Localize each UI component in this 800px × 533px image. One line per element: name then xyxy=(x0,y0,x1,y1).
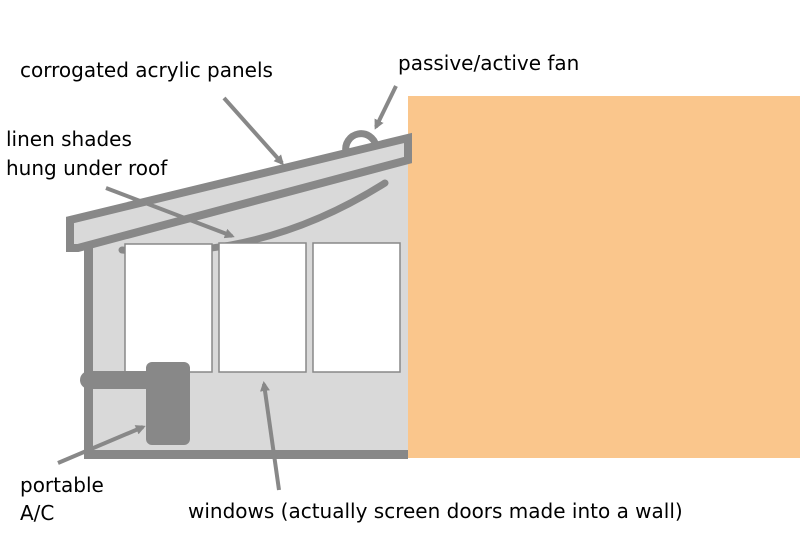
label-ac-line2: A/C xyxy=(20,501,54,525)
arrow-shades xyxy=(105,186,235,239)
arrow-fan xyxy=(374,85,398,130)
label-roof-panels: corrogated acrylic panels xyxy=(20,58,273,82)
window-2 xyxy=(218,242,307,373)
floor-beam xyxy=(84,450,408,459)
label-ac-line1: portable xyxy=(20,473,104,497)
label-fan: passive/active fan xyxy=(398,51,579,75)
label-windows: windows (actually screen doors made into… xyxy=(188,499,683,523)
fan-icon xyxy=(342,130,380,153)
label-shades-line2: hung under roof xyxy=(6,156,168,180)
roof-panel xyxy=(66,132,412,252)
arrow-windows xyxy=(260,381,281,491)
house-wall xyxy=(408,96,800,458)
ac-unit xyxy=(146,362,190,445)
arrow-ac xyxy=(57,425,146,465)
left-post xyxy=(84,236,93,458)
window-1 xyxy=(124,243,213,373)
window-3 xyxy=(312,242,401,373)
label-shades-line1: linen shades xyxy=(6,127,132,151)
arrow-roof xyxy=(222,96,284,166)
